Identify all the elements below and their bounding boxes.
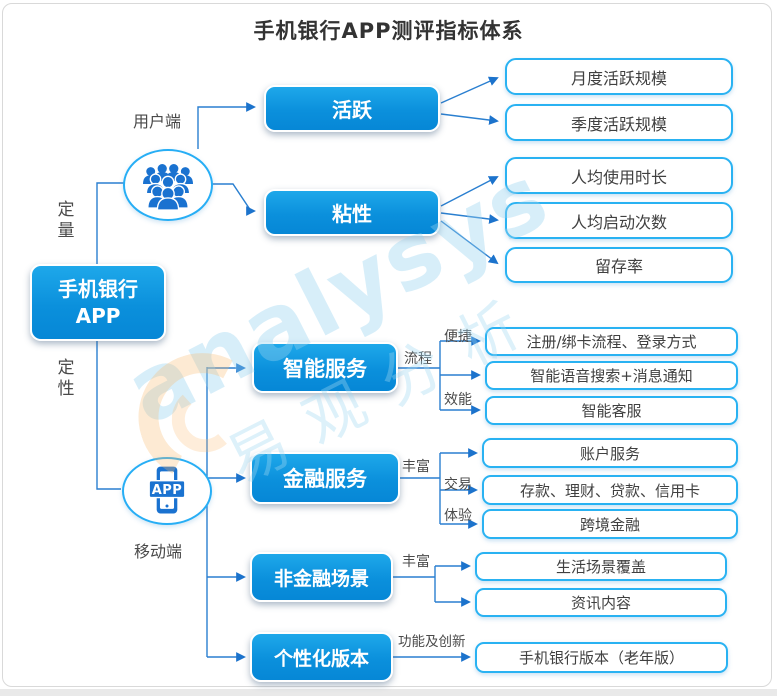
connector-user-sticky — [212, 183, 256, 216]
branch-smart-service: 智能服务 — [252, 342, 398, 393]
leaf-sticky-0: 人均使用时长 — [505, 157, 733, 194]
tag-process: 流程 — [404, 351, 432, 367]
bottom-strip — [0, 689, 777, 696]
leaf-finance-0: 账户服务 — [482, 438, 738, 468]
branch-active: 活跃 — [264, 85, 440, 132]
leaf-smart-1: 智能语音搜索+消息通知 — [485, 361, 738, 390]
connector-finance-branch — [400, 453, 441, 524]
tag-richness-finance: 丰富 — [402, 459, 430, 475]
leaf-smart-2: 智能客服 — [485, 396, 738, 425]
leaf-smart-0: 注册/绑卡流程、登录方式 — [485, 327, 738, 356]
tag-richness-nonfinance: 丰富 — [402, 554, 430, 570]
connector-sticky-leaf-2 — [440, 220, 499, 265]
root-node: 手机银行 APP — [30, 264, 166, 341]
root-node-line2: APP — [75, 303, 121, 328]
diagram-title: 手机银行APP测评指标体系 — [253, 19, 524, 43]
mobile-side-label: 移动端 — [134, 542, 183, 561]
connector-nonfinance-branch — [393, 566, 436, 602]
connector-sticky-leaf-1 — [440, 212, 499, 224]
connector-user-active — [197, 102, 256, 149]
leaf-sticky-1: 人均启动次数 — [505, 202, 733, 239]
connector-sticky-leaf-0 — [440, 176, 499, 207]
tag-function-innovation: 功能及创新 — [398, 634, 466, 650]
leaf-nonfinance-0: 生活场景覆盖 — [475, 552, 727, 581]
axis-label-qualitative: 定性 — [57, 358, 75, 400]
leaf-finance-2: 跨境金融 — [482, 509, 738, 539]
axis-label-quantitative: 定量 — [57, 200, 75, 242]
tag-convenience: 便捷 — [444, 329, 472, 345]
user-side-label: 用户端 — [133, 112, 182, 131]
connector-active-leaf-1 — [440, 113, 499, 125]
app-phone-icon — [148, 466, 186, 514]
connector-root-user — [96, 182, 124, 264]
users-icon — [143, 164, 193, 210]
leaf-active-0: 月度活跃规模 — [505, 58, 733, 95]
user-side-ellipse — [123, 149, 213, 221]
tag-transaction: 交易 — [444, 477, 472, 493]
branch-non-financial: 非金融场景 — [250, 552, 393, 602]
connector-root-mobile — [96, 341, 121, 490]
leaf-active-1: 季度活跃规模 — [505, 104, 733, 141]
root-node-line1: 手机银行 — [58, 276, 138, 301]
branch-sticky: 粘性 — [264, 189, 440, 236]
connector-active-leaf-0 — [440, 76, 499, 104]
leaf-nonfinance-1: 资讯内容 — [475, 588, 727, 617]
tag-efficiency: 效能 — [444, 392, 472, 408]
leaf-finance-1: 存款、理财、贷款、信用卡 — [482, 475, 738, 505]
mobile-side-ellipse: APP — [122, 457, 212, 525]
branch-financial-service: 金融服务 — [250, 452, 400, 504]
branch-personalized: 个性化版本 — [250, 632, 393, 682]
leaf-sticky-2: 留存率 — [505, 247, 733, 283]
leaf-personal-0: 手机银行版本（老年版） — [475, 642, 728, 673]
app-icon-text: APP — [151, 482, 183, 498]
tag-experience: 体验 — [444, 508, 472, 524]
